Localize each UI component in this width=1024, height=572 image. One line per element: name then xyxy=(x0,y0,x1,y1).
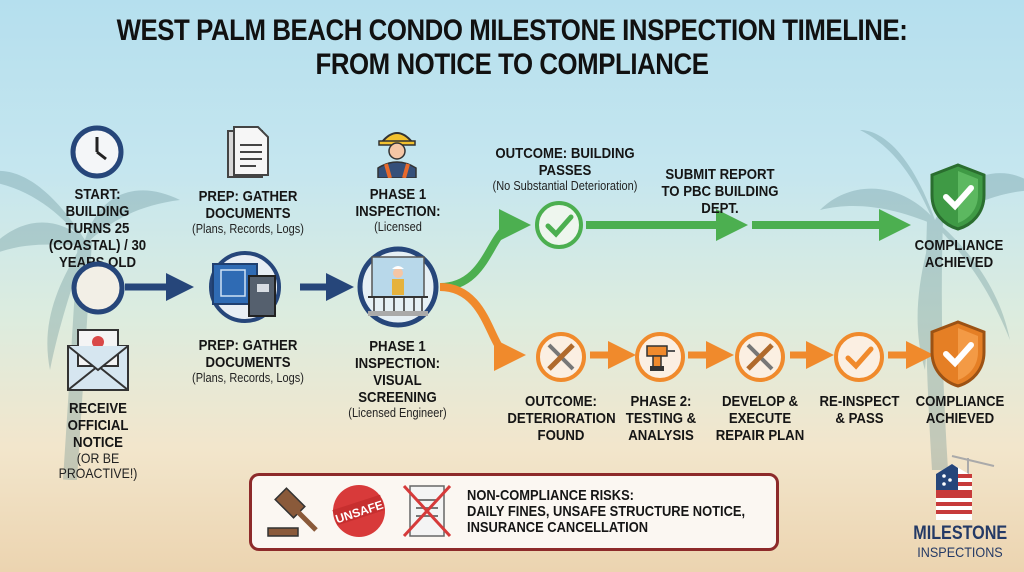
milestone-logo-icon xyxy=(936,455,995,520)
wrench-screwdriver-icon xyxy=(735,332,785,382)
prep-bottom-sub: (Plans, Records, Logs) xyxy=(192,371,304,385)
check-circle-icon xyxy=(535,201,583,249)
cancelled-document-icon xyxy=(402,484,452,538)
prep-top-sub: (Plans, Records, Logs) xyxy=(192,222,304,236)
gavel-icon xyxy=(267,487,318,537)
notice-title: RECEIVE OFFICIAL NOTICE xyxy=(67,400,129,451)
drill-icon xyxy=(635,332,685,382)
prep-bottom-title: PREP: GATHER DOCUMENTS xyxy=(198,337,298,371)
prep-bottom-label: PREP: GATHER DOCUMENTS (Plans, Records, … xyxy=(186,337,309,386)
wrench-screwdriver-icon xyxy=(536,332,586,382)
submit-report-label: SUBMIT REPORT TO PBC BUILDING DEPT. xyxy=(661,166,779,217)
risks-line-3: INSURANCE CANCELLATION xyxy=(467,519,649,536)
notice-label: RECEIVE OFFICIAL NOTICE (OR BE PROACTIVE… xyxy=(45,400,151,481)
title-line-2: FROM NOTICE TO COMPLIANCE xyxy=(315,48,709,81)
fail-step-5-label: COMPLIANCE ACHIEVED xyxy=(915,393,1005,427)
envelope-icon xyxy=(67,329,129,391)
shield-check-icon xyxy=(930,320,986,388)
logo-text-milestone: MILESTONE xyxy=(913,523,1008,544)
risks-line-2: DAILY FINES, UNSAFE STRUCTURE NOTICE, xyxy=(467,503,746,520)
clock-icon xyxy=(70,125,124,179)
risks-title: NON-COMPLIANCE RISKS: xyxy=(467,487,634,504)
outcome-pass-sub: (No Substantial Deterioration) xyxy=(492,179,638,193)
inspector-icon xyxy=(377,132,417,178)
inspector-balcony-icon xyxy=(357,246,439,328)
phase1-bottom-label: PHASE 1 INSPECTION: VISUAL SCREENING (Li… xyxy=(343,338,453,421)
pass-compliance-label: COMPLIANCE ACHIEVED xyxy=(914,237,1004,271)
prep-top-label: PREP: GATHER DOCUMENTS (Plans, Records, … xyxy=(186,188,309,237)
unsafe-stamp-icon: UNSAFE xyxy=(332,485,385,537)
phase1-bottom-sub: (Licensed Engineer) xyxy=(348,406,447,420)
start-label: START: BUILDING TURNS 25 (COASTAL) / 30 … xyxy=(48,186,147,271)
phase1-top-sub: (Licensed xyxy=(374,220,422,234)
page-title: WEST PALM BEACH CONDO MILESTONE INSPECTI… xyxy=(72,14,953,82)
phase1-top-title: PHASE 1 INSPECTION: xyxy=(355,186,441,220)
fail-step-2-label: PHASE 2: TESTING & ANALYSIS xyxy=(625,393,697,444)
logo-text-inspections: INSPECTIONS xyxy=(917,544,1003,560)
outcome-pass-label: OUTCOME: BUILDING PASSES (No Substantial… xyxy=(490,145,640,194)
fail-step-1-label: OUTCOME: DETERIORATION FOUND xyxy=(507,393,616,444)
risks-text: NON-COMPLIANCE RISKS: DAILY FINES, UNSAF… xyxy=(467,488,745,536)
start-circle xyxy=(71,261,125,315)
fail-step-4-label: RE-INSPECT & PASS xyxy=(819,393,900,427)
notice-sub: (OR BE PROACTIVE!) xyxy=(58,450,138,481)
title-line-1: WEST PALM BEACH CONDO MILESTONE INSPECTI… xyxy=(116,14,908,47)
phase1-bottom-title: PHASE 1 INSPECTION: VISUAL SCREENING xyxy=(354,338,441,406)
shield-check-icon xyxy=(930,163,986,231)
non-compliance-risks-box: UNSAFE NON-COMPLIANCE RISKS: DAILY FINES… xyxy=(249,473,779,551)
document-icon xyxy=(227,126,269,178)
phase1-top-label: PHASE 1 INSPECTION: (Licensed xyxy=(345,186,451,235)
fail-step-3-label: DEVELOP & EXECUTE REPAIR PLAN xyxy=(715,393,805,444)
outcome-pass-title: OUTCOME: BUILDING PASSES xyxy=(495,145,635,179)
blueprint-binder-icon xyxy=(209,251,281,323)
check-circle-icon xyxy=(834,332,884,382)
prep-top-title: PREP: GATHER DOCUMENTS xyxy=(198,188,298,222)
